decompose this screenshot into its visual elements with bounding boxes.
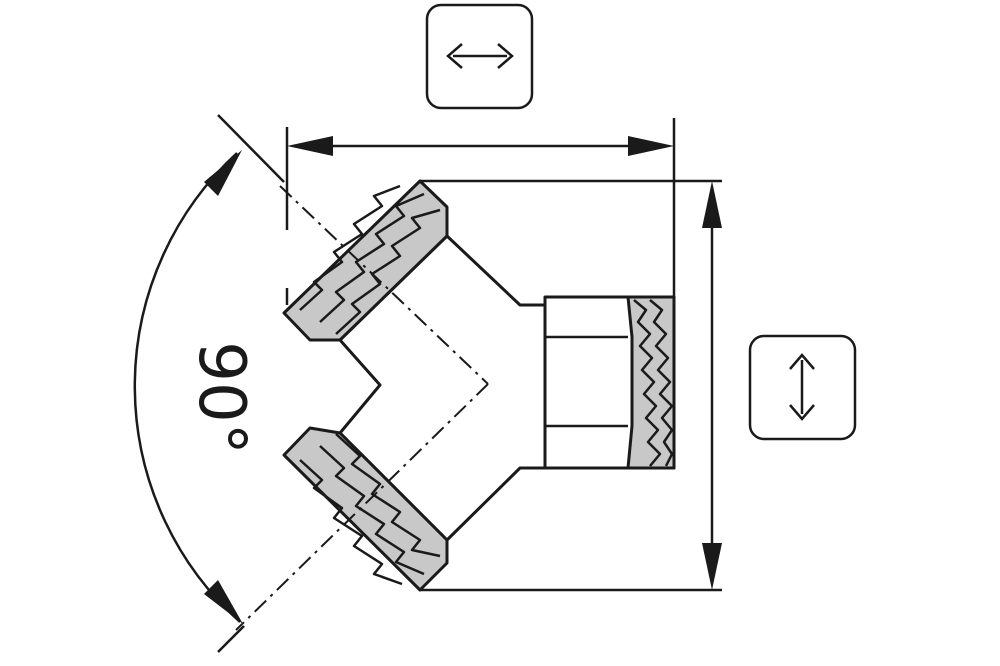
angle-dimension: 90° [133,114,285,653]
angle-label: 90° [184,341,258,454]
double-arrow-horizontal-icon [425,3,534,110]
upper-arm-centerline [279,185,489,385]
lower-arm-centerline [235,383,489,631]
lower-nut [282,426,449,592]
width-dimension [285,118,676,305]
right-port [543,295,676,470]
height-dimension [420,179,722,592]
fitting-body [235,179,676,631]
upper-nut [282,179,449,342]
double-arrow-vertical-icon [748,334,857,441]
